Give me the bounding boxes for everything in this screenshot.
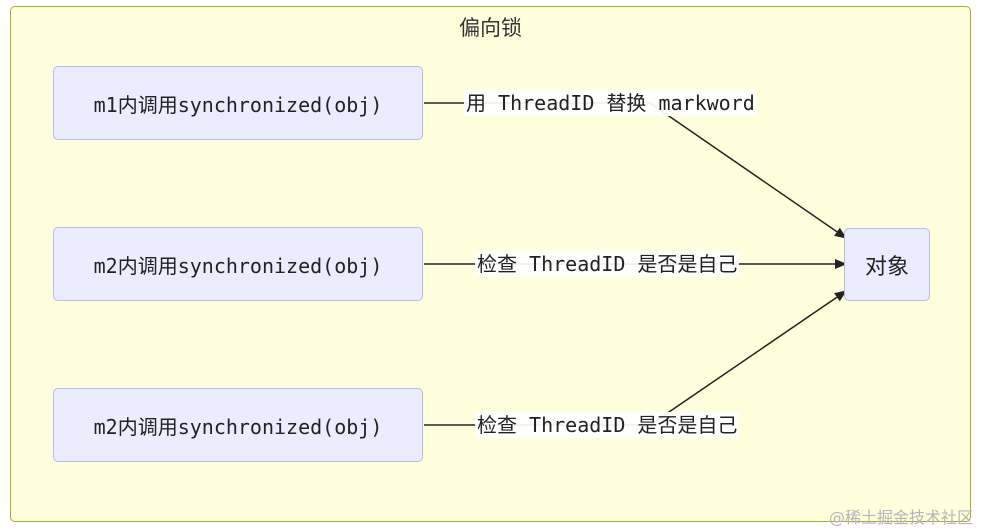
edge-label-check-threadid-second: 检查 ThreadID 是否是自己 xyxy=(475,412,740,438)
edge-m1-to-object xyxy=(424,102,847,239)
node-m2-sync-second: m2内调用synchronized(obj) xyxy=(53,388,423,462)
watermark-text: @稀土掘金技术社区 xyxy=(828,508,973,527)
edge-label-replace-markword: 用 ThreadID 替换 markword xyxy=(464,90,757,116)
edge-label-check-threadid-first: 检查 ThreadID 是否是自己 xyxy=(475,251,740,277)
node-m2-sync-first: m2内调用synchronized(obj) xyxy=(53,227,423,301)
cluster-title: 偏向锁 xyxy=(459,16,522,40)
edge-m2b-to-object xyxy=(424,290,847,426)
node-m1-sync: m1内调用synchronized(obj) xyxy=(53,66,423,140)
node-object: 对象 xyxy=(844,228,930,301)
